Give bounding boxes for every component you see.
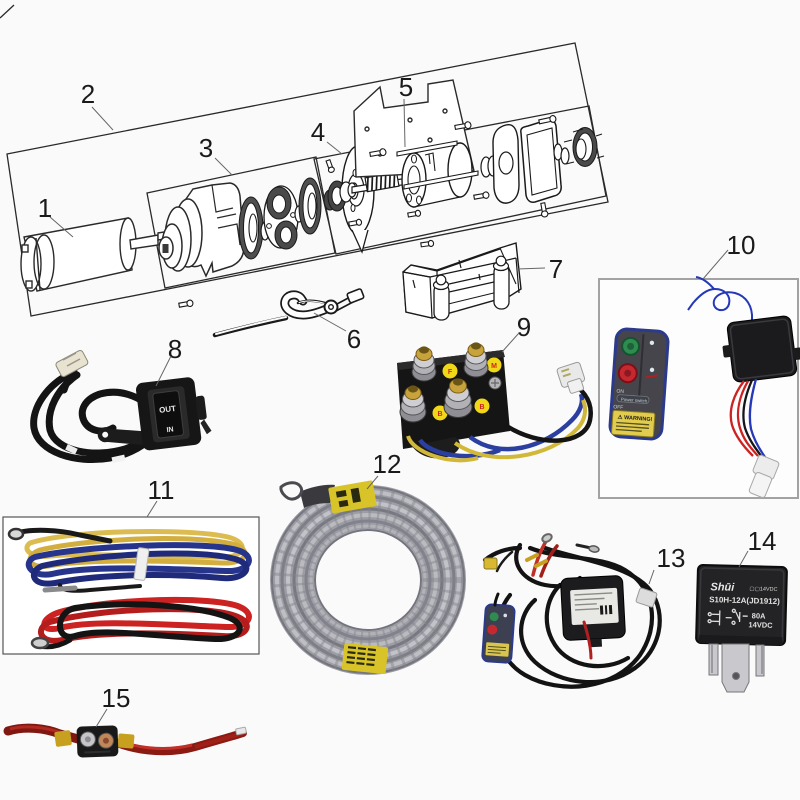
svg-text:10: 10 [727, 230, 756, 260]
svg-text:M: M [491, 363, 497, 370]
svg-text:14VDC: 14VDC [748, 620, 773, 630]
svg-text:S10H-12A(JD1912): S10H-12A(JD1912) [709, 595, 780, 606]
svg-text:▢▢14VDC: ▢▢14VDC [749, 586, 777, 593]
svg-text:3: 3 [199, 133, 213, 163]
svg-text:5: 5 [399, 72, 413, 102]
svg-text:B: B [479, 404, 484, 411]
svg-text:OUT: OUT [159, 404, 177, 415]
svg-text:15: 15 [102, 683, 131, 713]
svg-text:7: 7 [549, 254, 563, 284]
svg-text:8: 8 [168, 334, 182, 364]
svg-text:6: 6 [347, 324, 361, 354]
svg-text:B: B [437, 411, 442, 418]
svg-text:4: 4 [311, 117, 325, 147]
svg-text:OFF: OFF [613, 404, 623, 411]
svg-text:11: 11 [148, 475, 175, 505]
svg-text:2: 2 [81, 79, 95, 109]
svg-text:F: F [448, 369, 453, 376]
svg-text:ON: ON [616, 388, 624, 395]
svg-text:Shūi: Shūi [710, 581, 735, 594]
svg-text:⚠ WARNING!: ⚠ WARNING! [617, 414, 652, 423]
svg-text:12: 12 [373, 449, 402, 479]
svg-text:IN: IN [166, 426, 174, 434]
svg-text:1: 1 [38, 193, 52, 223]
svg-text:9: 9 [517, 312, 531, 342]
svg-text:80A: 80A [752, 611, 767, 620]
svg-text:13: 13 [657, 543, 686, 573]
svg-text:14: 14 [748, 526, 777, 556]
svg-text:Power switch: Power switch [621, 397, 648, 404]
